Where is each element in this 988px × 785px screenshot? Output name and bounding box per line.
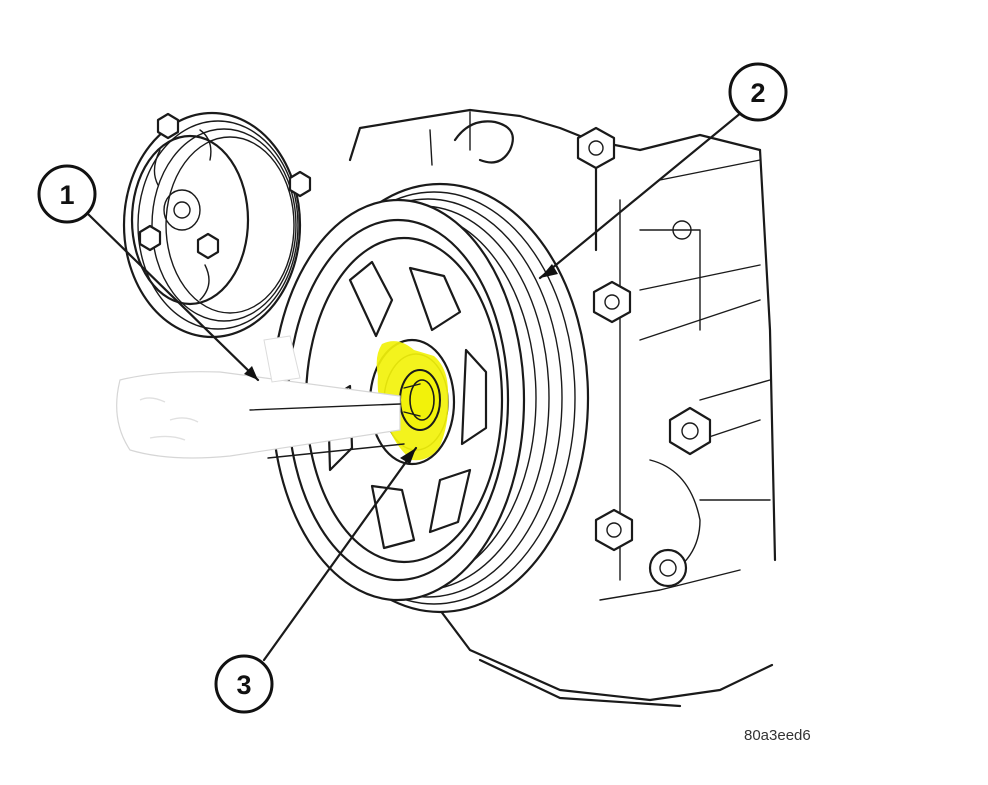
callout-1-label: 1 <box>59 180 74 210</box>
callout-3: 3 <box>214 654 274 714</box>
bracket-bolt-bottom <box>594 508 634 552</box>
secondary-pulley-bolts <box>138 112 312 260</box>
figure-code: 80a3eed6 <box>744 727 811 744</box>
secondary-pulley <box>122 111 312 339</box>
crankshaft-bolt <box>399 369 441 431</box>
callout-2-label: 2 <box>750 78 765 108</box>
holding-tool <box>116 335 405 459</box>
leader-2 <box>538 110 744 280</box>
leader-3 <box>262 446 418 662</box>
callout-1: 1 <box>37 164 97 224</box>
leader-1 <box>86 212 260 382</box>
callout-2: 2 <box>728 62 788 122</box>
callout-3-label: 3 <box>236 670 251 700</box>
bracket-bolt-middle <box>592 280 632 324</box>
bracket-bolt-lower <box>668 406 712 456</box>
bracket-boss <box>648 548 688 588</box>
bracket-bolt-top <box>576 126 616 252</box>
pulley-spoke-windows <box>326 260 488 550</box>
